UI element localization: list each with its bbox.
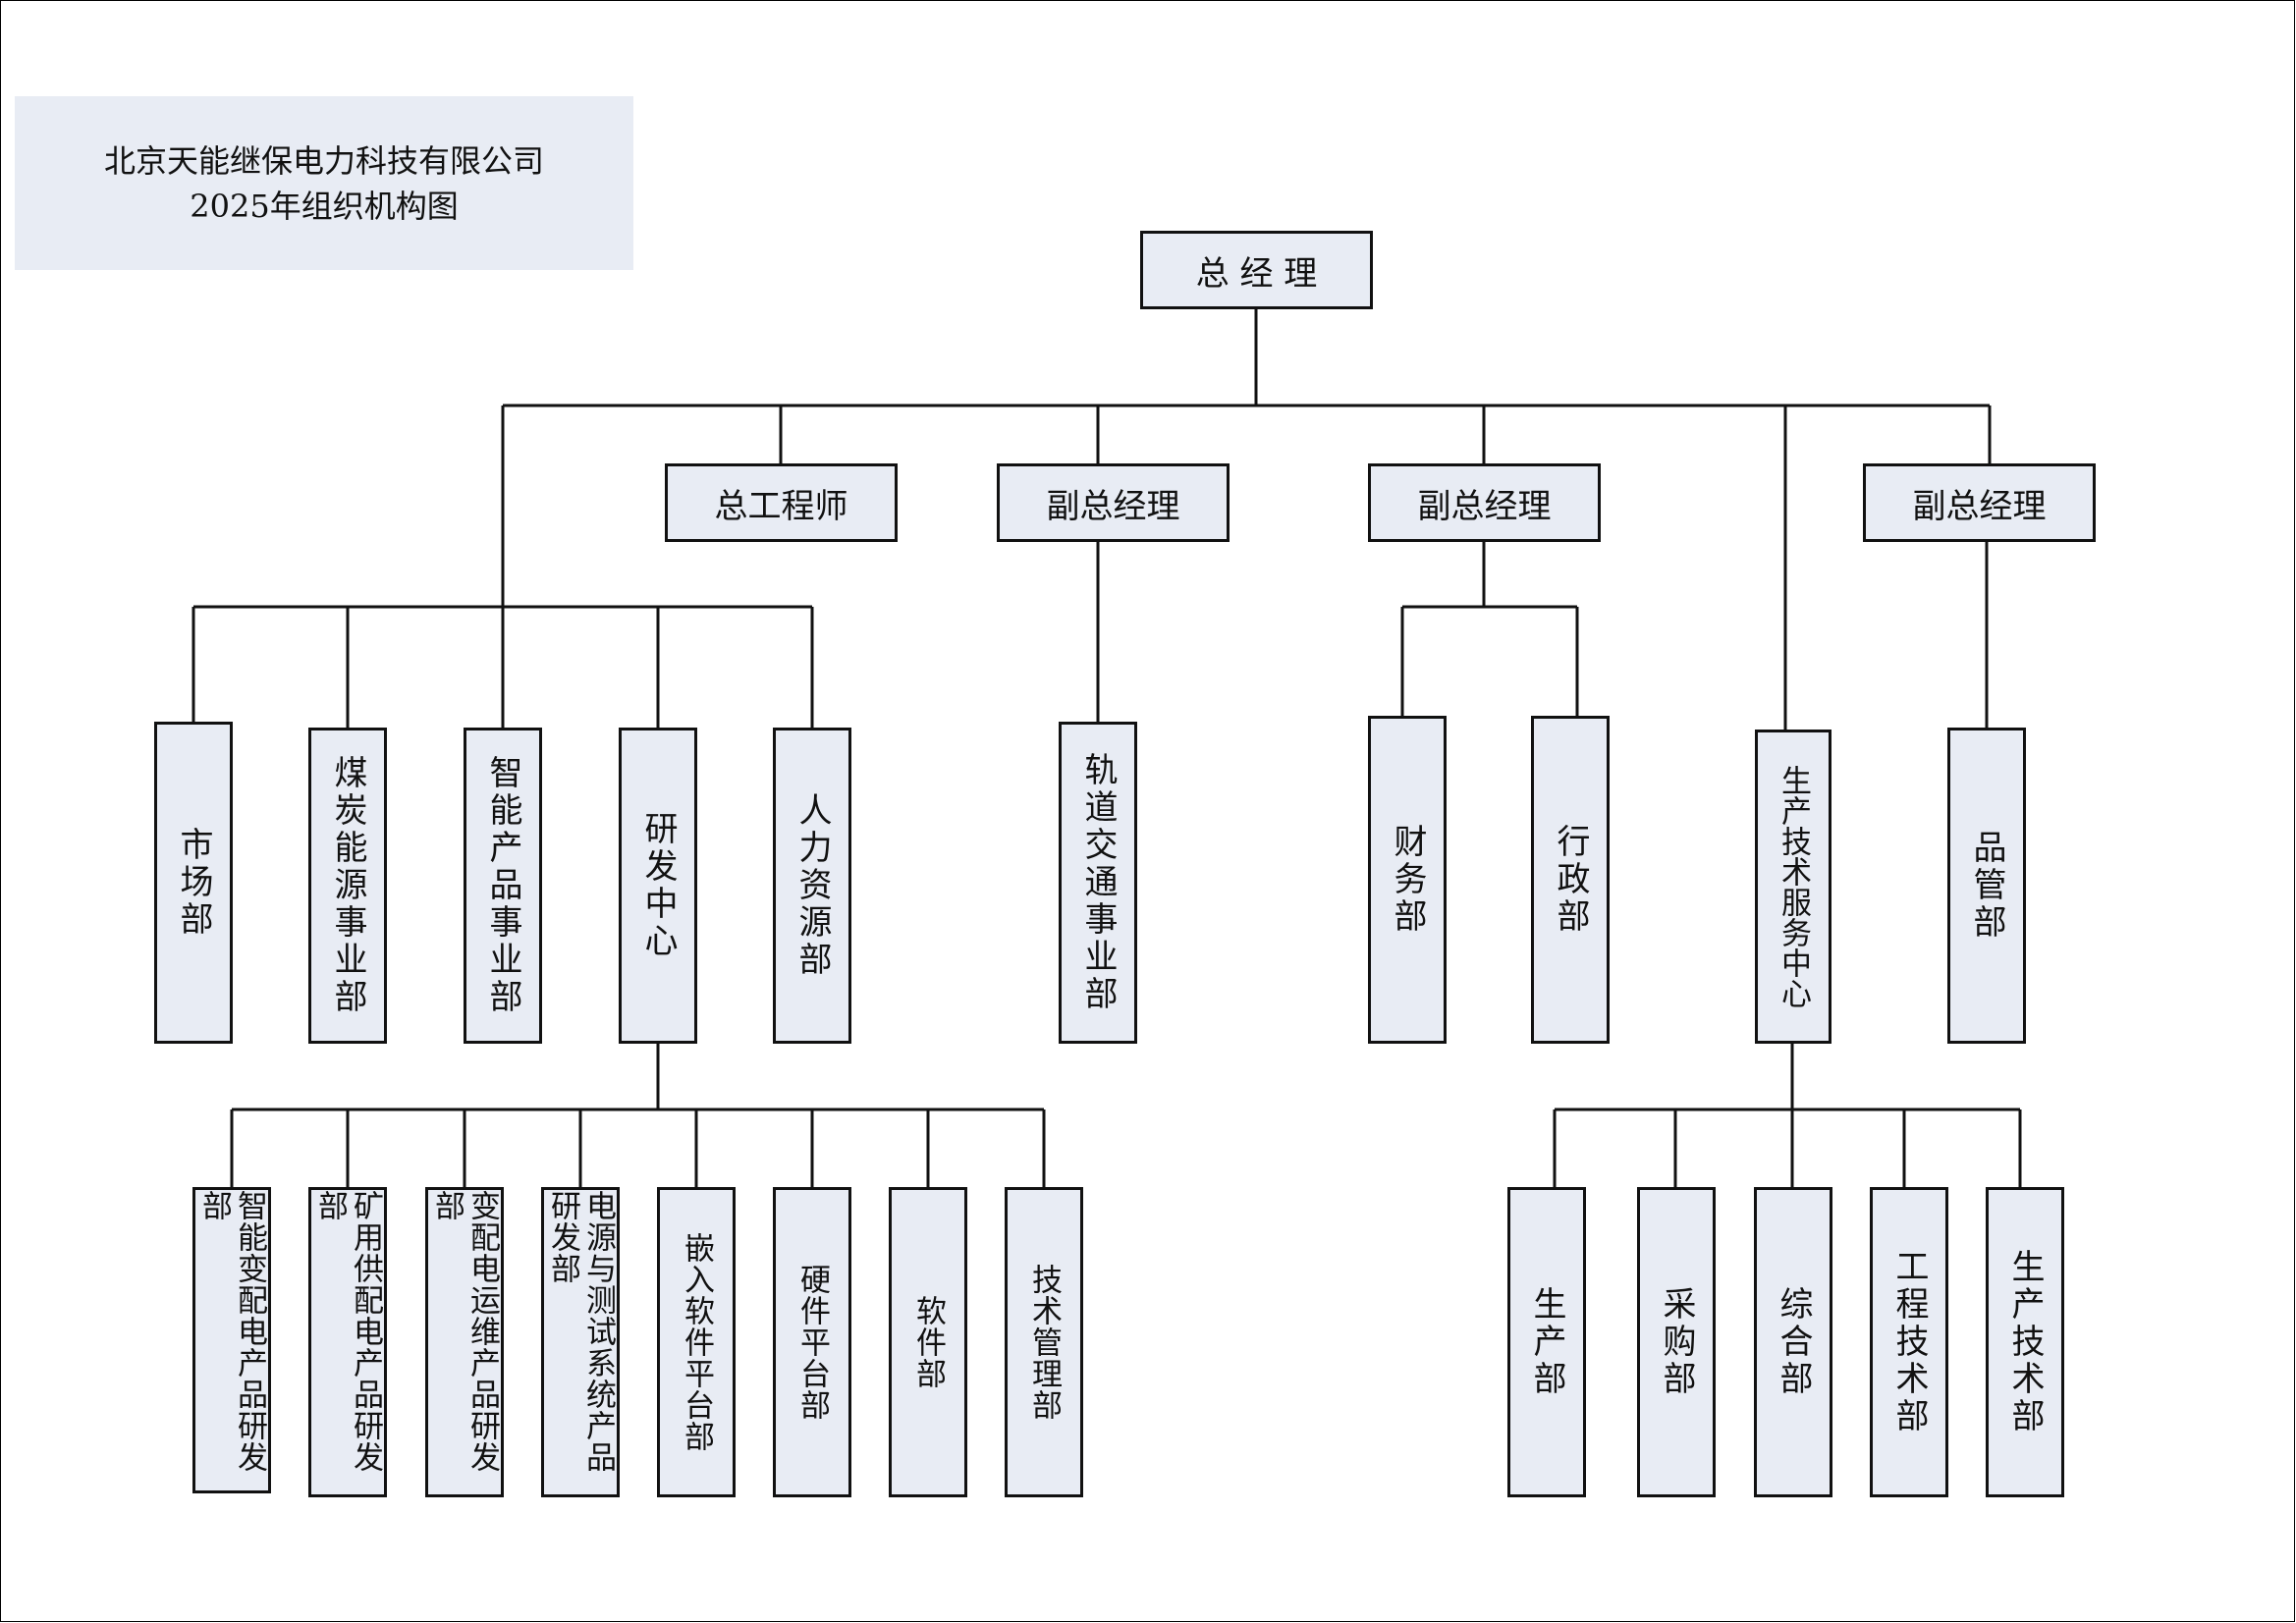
chief-engineer-box: 总工程师 <box>665 463 898 542</box>
rd-sub-1-box: 智能变配电产品研发部 <box>192 1187 271 1493</box>
chart-title-box: 北京天能继保电力科技有限公司 2025年组织机构图 <box>15 96 633 270</box>
marketing-dept-box: 市场部 <box>154 722 233 1044</box>
general-manager-box: 总 经 理 <box>1140 231 1373 309</box>
service-sub-2-box: 采购部 <box>1637 1187 1716 1497</box>
chart-year-title: 2025年组织机构图 <box>190 187 459 225</box>
admin-dept-box: 行政部 <box>1531 716 1610 1044</box>
rd-center-box: 研发中心 <box>619 728 697 1044</box>
rd-sub-7-box: 软件部 <box>889 1187 967 1497</box>
service-sub-4-box: 工程技术部 <box>1870 1187 1948 1497</box>
rail-transit-dept-box: 轨道交通事业部 <box>1059 722 1137 1044</box>
rd-sub-5-box: 嵌入软件平台部 <box>657 1187 736 1497</box>
smart-products-dept-box: 智能产品事业部 <box>464 728 542 1044</box>
finance-dept-box: 财务部 <box>1368 716 1447 1044</box>
deputy-gm-3-box: 副总经理 <box>1863 463 2096 542</box>
rd-sub-3-box: 变配电运维产品研发部 <box>425 1187 504 1497</box>
deputy-gm-1-box: 副总经理 <box>997 463 1230 542</box>
rd-sub-2-box: 矿用供配电产品研发部 <box>308 1187 387 1497</box>
rd-sub-8-box: 技术管理部 <box>1005 1187 1083 1497</box>
hr-dept-box: 人力资源部 <box>773 728 851 1044</box>
rd-sub-6-box: 硬件平台部 <box>773 1187 851 1497</box>
deputy-gm-2-box: 副总经理 <box>1368 463 1601 542</box>
production-service-center-box: 生产技术服务中心 <box>1755 730 1831 1044</box>
coal-energy-dept-box: 煤炭能源事业部 <box>308 728 387 1044</box>
rd-sub-4-box: 电源与测试系统产品研发部 <box>541 1187 620 1497</box>
service-sub-1-box: 生产部 <box>1507 1187 1586 1497</box>
quality-dept-box: 品管部 <box>1947 728 2026 1044</box>
company-name: 北京天能继保电力科技有限公司 <box>103 141 544 180</box>
service-sub-3-box: 综合部 <box>1754 1187 1832 1497</box>
service-sub-5-box: 生产技术部 <box>1986 1187 2064 1497</box>
